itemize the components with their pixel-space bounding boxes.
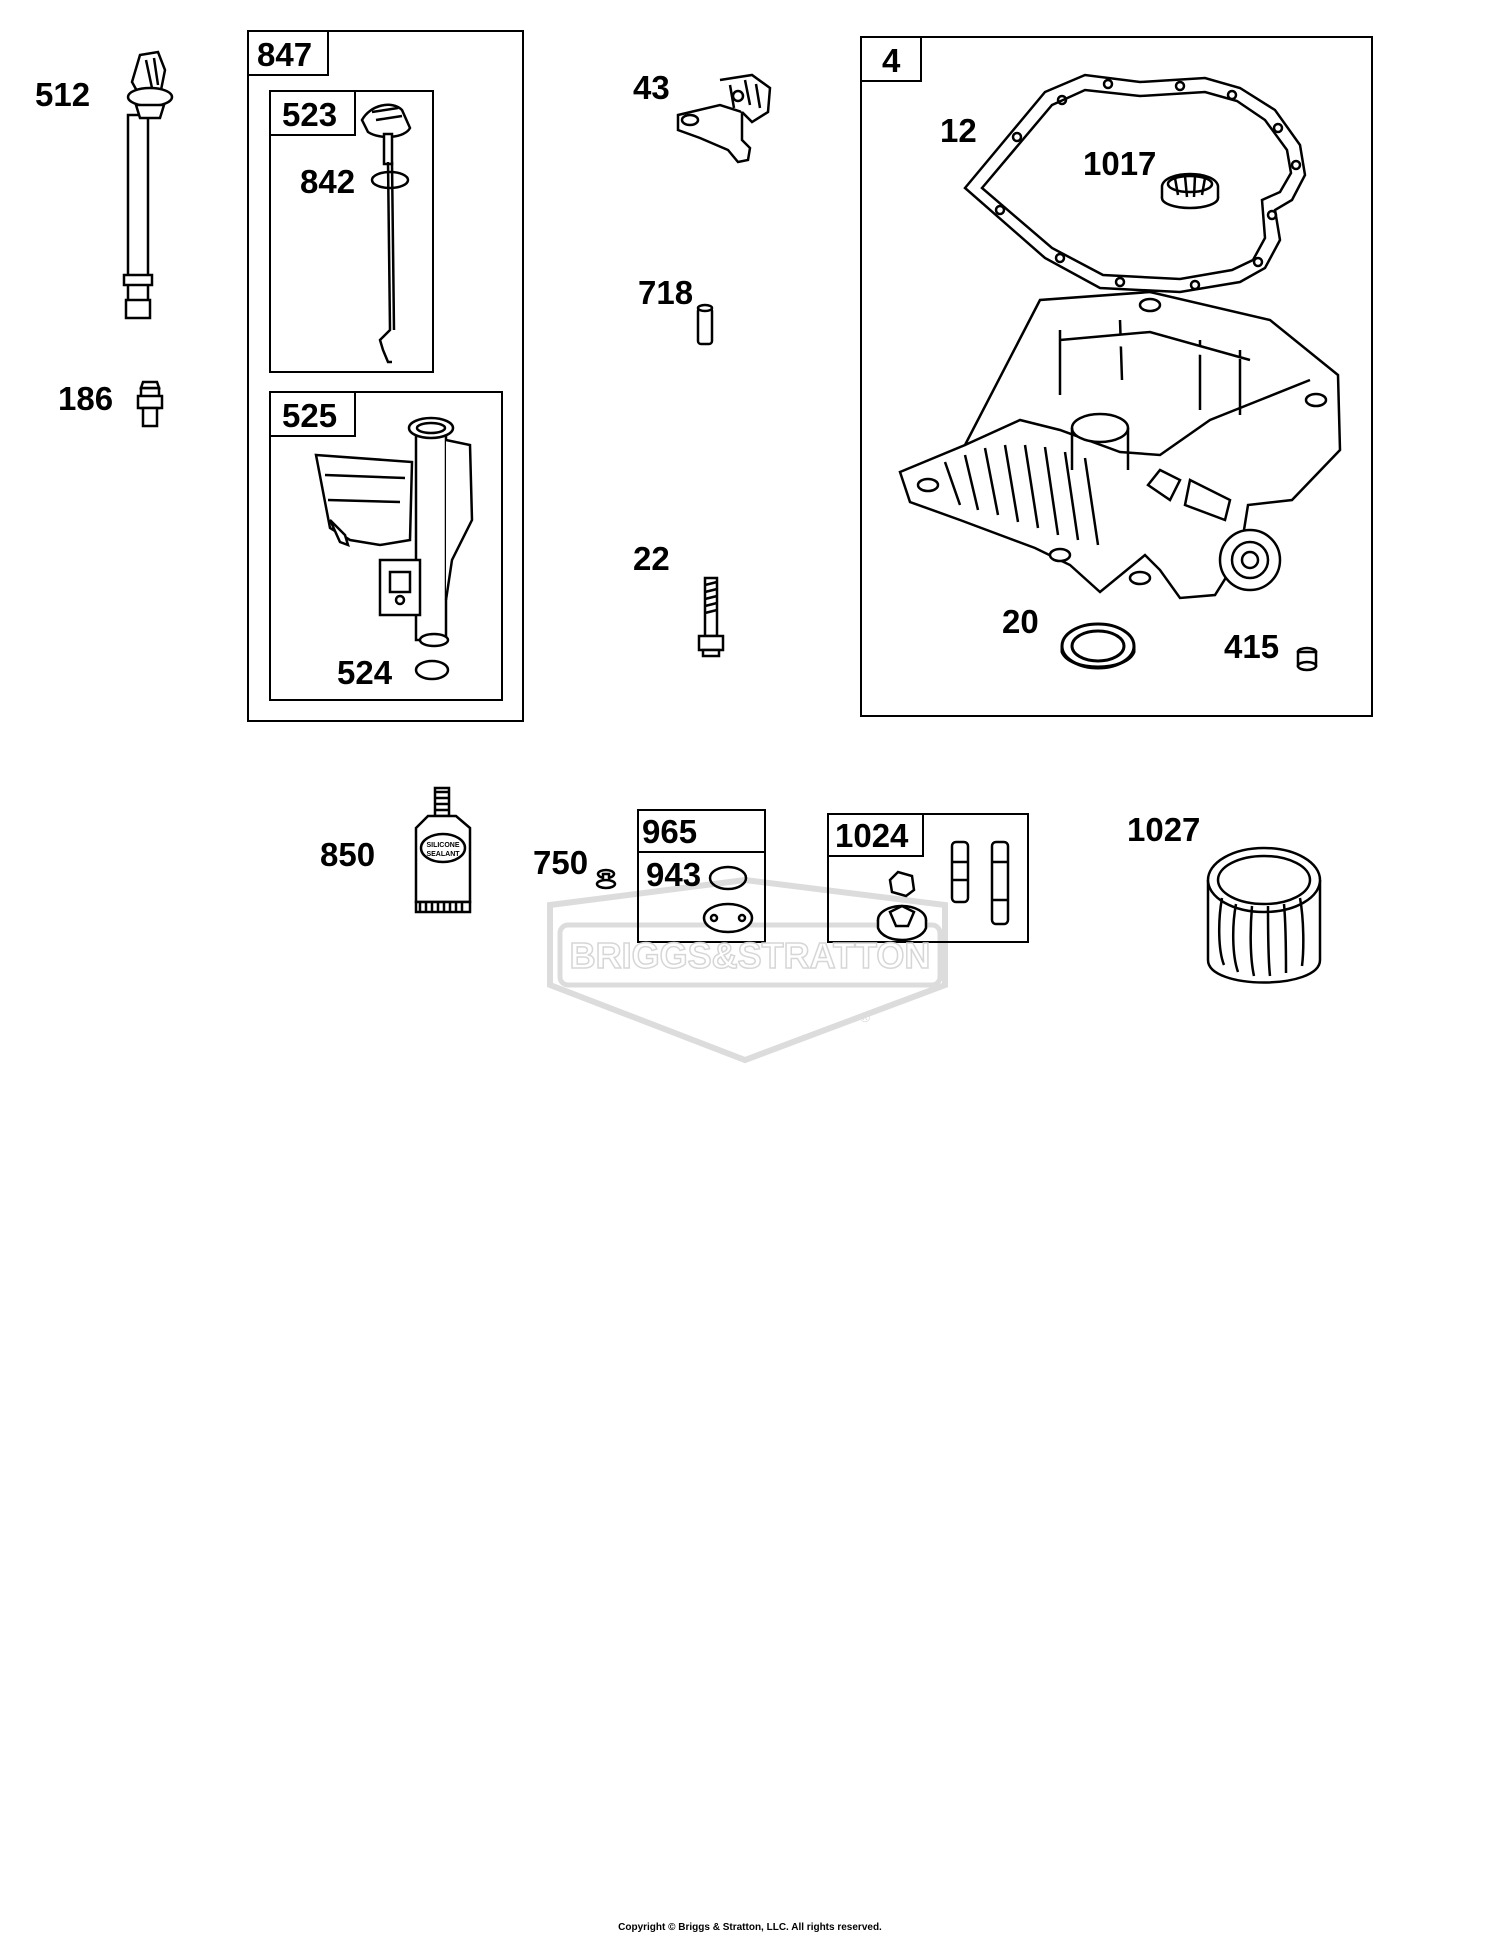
kit-box-4-tab bbox=[860, 36, 922, 82]
kit-box-847 bbox=[247, 30, 524, 722]
part-22-bolt bbox=[697, 576, 725, 658]
kit-label-525: 525 bbox=[282, 397, 338, 434]
label-943: 943 bbox=[646, 856, 702, 893]
registered-mark: ® bbox=[860, 1009, 871, 1025]
tube-text-line1: SILICONE bbox=[426, 842, 459, 849]
kit-box-1024 bbox=[827, 813, 1029, 943]
part-415-plug bbox=[1296, 646, 1318, 672]
label-850: 850 bbox=[320, 836, 376, 873]
kit-label-4: 4 bbox=[882, 42, 901, 79]
kit-box-525-tab bbox=[269, 391, 356, 437]
label-524: 524 bbox=[337, 654, 393, 691]
part-523-dipstick bbox=[360, 103, 412, 364]
part-20-oil-seal bbox=[1060, 622, 1136, 670]
label-718: 718 bbox=[638, 274, 694, 311]
label-1017: 1017 bbox=[1083, 145, 1157, 182]
kit-label-523: 523 bbox=[282, 96, 338, 133]
part-12-gasket bbox=[963, 73, 1307, 294]
part-943-gasket bbox=[702, 865, 754, 934]
label-842: 842 bbox=[300, 163, 356, 200]
part-718-pin bbox=[696, 303, 714, 346]
kit-box-847-tab bbox=[247, 30, 329, 76]
kit-box-523-tab bbox=[269, 90, 356, 136]
label-186: 186 bbox=[58, 380, 114, 417]
part-850-sealant-tube: SILICONE SEALANT bbox=[414, 786, 472, 914]
part-1024-components bbox=[876, 840, 1010, 942]
label-415: 415 bbox=[1224, 628, 1280, 665]
tube-text-line2: SEALANT bbox=[426, 851, 460, 858]
kit-box-523 bbox=[269, 90, 434, 373]
kit-box-1024-tab bbox=[827, 813, 924, 857]
part-43-bracket bbox=[676, 73, 772, 164]
part-1027-oil-filter bbox=[1206, 846, 1322, 984]
part-186-fitting bbox=[136, 380, 164, 428]
kit-label-847: 847 bbox=[257, 36, 313, 73]
part-1017-plug bbox=[1160, 172, 1220, 210]
label-750: 750 bbox=[533, 844, 589, 881]
copyright-notice: Copyright © Briggs & Stratton, LLC. All … bbox=[618, 1922, 882, 1933]
part-4-crankcase-cover bbox=[898, 290, 1342, 600]
kit-label-965: 965 bbox=[642, 813, 698, 850]
label-1027: 1027 bbox=[1127, 811, 1201, 848]
label-512: 512 bbox=[35, 76, 91, 113]
part-524-o-ring bbox=[414, 659, 450, 681]
watermark-registered: ® bbox=[860, 1009, 871, 1025]
part-750-screw bbox=[595, 868, 617, 890]
label-12: 12 bbox=[940, 112, 977, 149]
kit-label-1024: 1024 bbox=[835, 817, 909, 854]
watermark-brand: BRIGGS&STRATTON bbox=[570, 935, 931, 976]
label-22: 22 bbox=[633, 540, 670, 577]
part-525-fill-tube bbox=[314, 416, 474, 648]
part-512-dipstick-tube bbox=[122, 50, 174, 320]
label-43: 43 bbox=[633, 69, 670, 106]
kit-box-4 bbox=[860, 36, 1373, 717]
label-20: 20 bbox=[1002, 603, 1039, 640]
kit-box-965-tab bbox=[637, 809, 766, 853]
kit-box-525 bbox=[269, 391, 503, 701]
